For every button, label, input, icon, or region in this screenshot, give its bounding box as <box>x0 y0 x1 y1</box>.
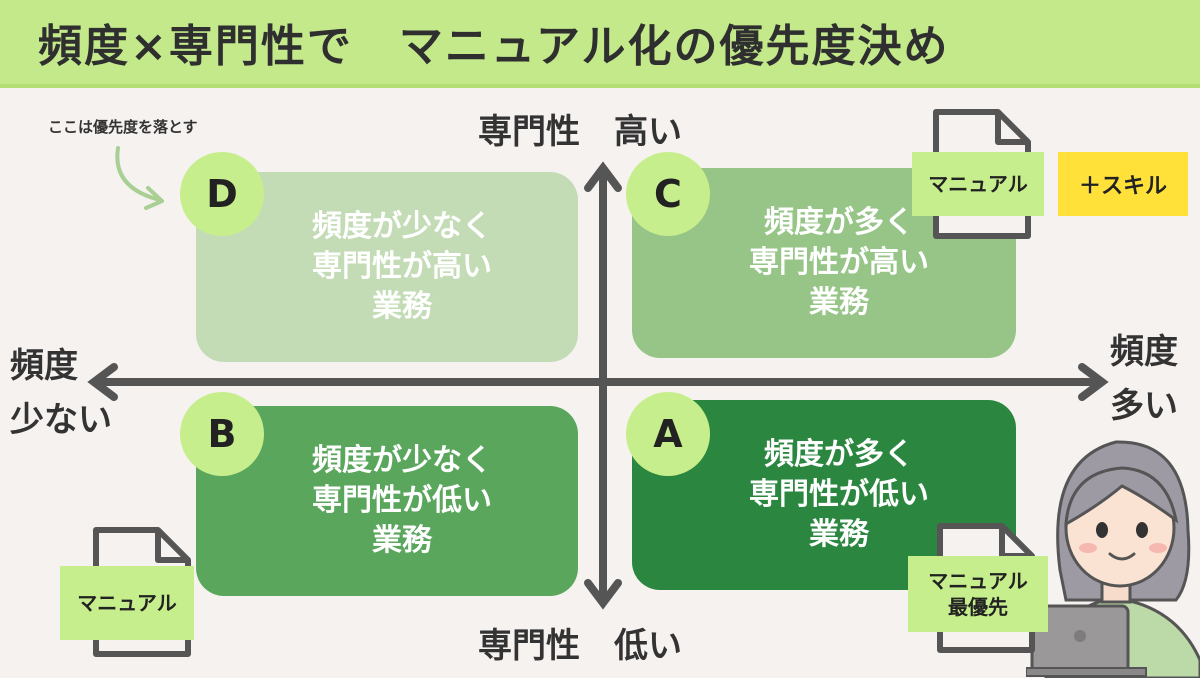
quadrant-c-text: 頻度が多く 専門性が高い 業務 <box>749 203 929 323</box>
axis-label-left-2: 少ない <box>10 400 112 440</box>
tag-b-manual: マニュアル <box>60 566 194 640</box>
quadrant-a-text: 頻度が多く 専門性が低い 業務 <box>749 435 929 555</box>
arrow-right-icon <box>1078 363 1109 401</box>
quadrant-a-line2: 専門性が低い <box>749 477 929 512</box>
badge-a: A <box>626 392 710 476</box>
badge-d: D <box>180 152 264 236</box>
quadrant-a-line3: 業務 <box>809 517 869 552</box>
tag-a-manual-priority: マニュアル 最優先 <box>908 556 1048 632</box>
quadrant-d-line1: 頻度が少なく <box>312 209 492 244</box>
quadrant-b-line3: 業務 <box>372 523 432 558</box>
arrow-up-icon <box>584 161 622 192</box>
tag-a-line1: マニュアル <box>928 569 1028 593</box>
quadrant-a-line1: 頻度が多く <box>764 437 914 472</box>
curved-arrow-icon <box>115 146 164 210</box>
quadrant-b-line1: 頻度が少なく <box>312 443 492 478</box>
tag-a-line2: 最優先 <box>948 595 1008 619</box>
tag-c-skill: ＋スキル <box>1058 152 1188 216</box>
axis-label-right-1: 頻度 <box>1110 332 1178 372</box>
quadrant-c-line2: 専門性が高い <box>749 245 929 280</box>
axis-label-bottom: 専門性 低い <box>478 626 682 666</box>
quadrant-d-text: 頻度が少なく 専門性が高い 業務 <box>312 207 492 327</box>
tag-c-manual: マニュアル <box>912 152 1044 216</box>
axis-label-right-2: 多い <box>1110 386 1178 426</box>
priority-note: ここは優先度を落とす <box>48 118 198 136</box>
person-illustration <box>1026 440 1200 678</box>
quadrant-b-line2: 専門性が低い <box>312 483 492 518</box>
axis-label-left-1: 頻度 <box>10 346 78 386</box>
title-bar: 頻度×専門性で マニュアル化の優先度決め <box>0 0 1200 84</box>
badge-c: C <box>626 152 710 236</box>
quadrant-d-line2: 専門性が高い <box>312 249 492 284</box>
quadrant-c-line1: 頻度が多く <box>764 205 914 240</box>
arrow-left-icon <box>87 363 118 401</box>
badge-b: B <box>180 392 264 476</box>
title-underline <box>0 84 1200 88</box>
page-title: 頻度×専門性で マニュアル化の優先度決め <box>38 21 950 72</box>
quadrant-c-line3: 業務 <box>809 285 869 320</box>
quadrant-b-text: 頻度が少なく 専門性が低い 業務 <box>312 441 492 561</box>
quadrant-d-line3: 業務 <box>372 289 432 324</box>
axis-label-top: 専門性 高い <box>478 112 682 152</box>
arrow-down-icon <box>584 579 622 610</box>
